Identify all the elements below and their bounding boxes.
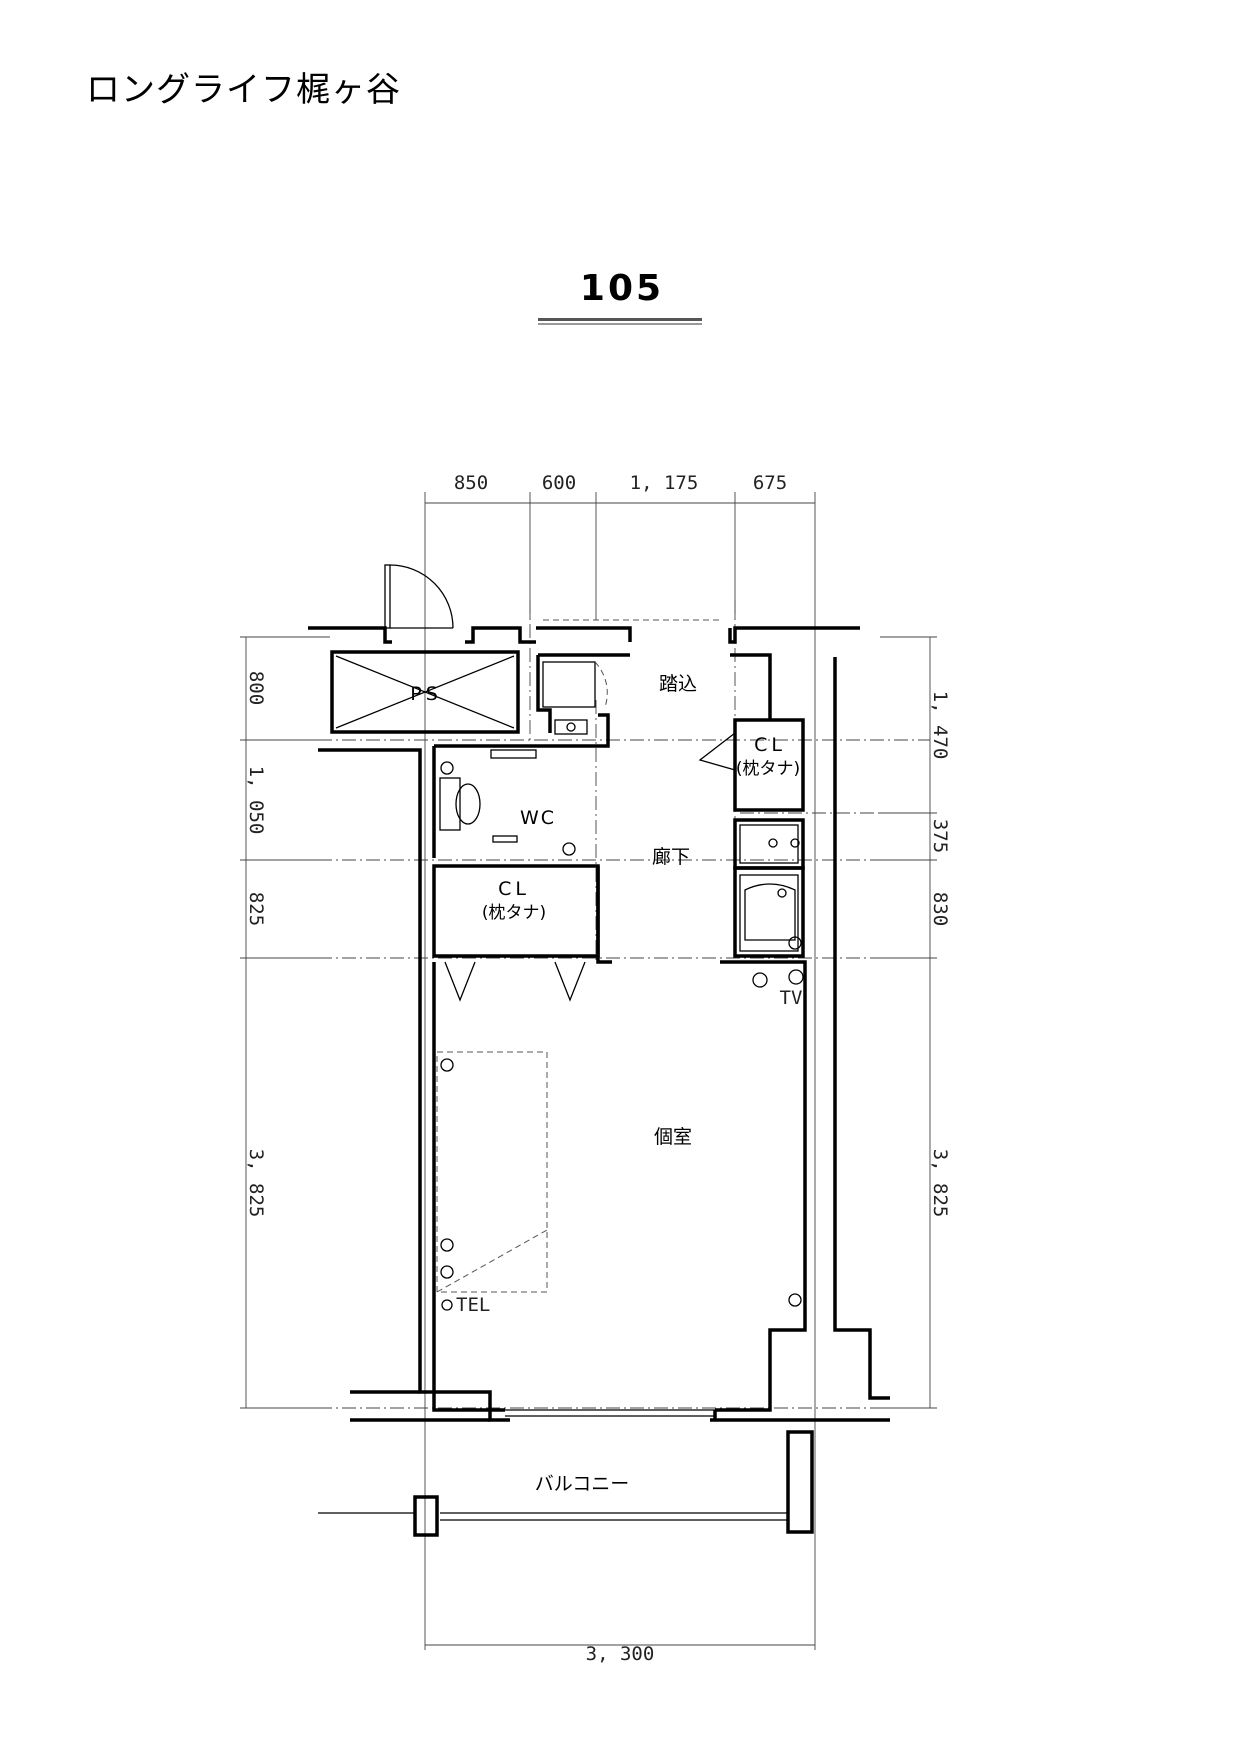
dim-top-2: 600 (542, 472, 576, 494)
dim-top-4: 675 (753, 472, 787, 494)
room-label-private-room: 個室 (654, 1126, 692, 1148)
dim-top-3: 1, 175 (630, 472, 699, 494)
dim-left-3: 825 (245, 892, 267, 926)
room-label-ps: PS (410, 683, 442, 705)
room-labels: PS 踏込 CL (枕タナ) WC 廊下 CL (枕タナ) TV 個室 TEL … (410, 673, 802, 1495)
unit-underline-shadow (538, 323, 702, 325)
dim-left-1: 800 (245, 671, 267, 705)
dim-right-3: 830 (929, 892, 951, 926)
right-dimensions: 1, 470 375 830 3, 825 (929, 691, 951, 1218)
room-label-cl-left-sub: (枕タナ) (482, 903, 546, 923)
dim-left-4: 3, 825 (245, 1149, 267, 1218)
dim-right-1: 1, 470 (929, 691, 951, 760)
room-label-cl-left: CL (498, 878, 530, 900)
label-tv: TV (780, 987, 803, 1009)
unit-number: 105 (579, 268, 665, 309)
label-tel: TEL (456, 1294, 490, 1316)
dim-left-2: 1, 050 (245, 766, 267, 835)
room-label-balcony: バルコニー (535, 1473, 630, 1495)
dim-right-2: 375 (929, 819, 951, 853)
room-label-wc: WC (520, 807, 556, 829)
dim-bottom: 3, 300 (586, 1643, 655, 1665)
dim-right-4: 3, 825 (929, 1149, 951, 1218)
room-label-entrance: 踏込 (659, 673, 697, 695)
fixtures (318, 564, 814, 1537)
room-label-cl-right-sub: (枕タナ) (736, 759, 800, 779)
unit-underline (538, 318, 702, 321)
top-dimensions: 850 600 1, 175 675 (454, 472, 787, 494)
room-label-hallway: 廊下 (652, 846, 690, 868)
page-title: ロングライフ梶ヶ谷 (86, 70, 401, 110)
room-label-cl-right: CL (754, 734, 786, 756)
walls (308, 626, 890, 1422)
center-lines (246, 600, 930, 1409)
left-dimensions: 800 1, 050 825 3, 825 (245, 671, 267, 1217)
dim-top-1: 850 (454, 472, 488, 494)
